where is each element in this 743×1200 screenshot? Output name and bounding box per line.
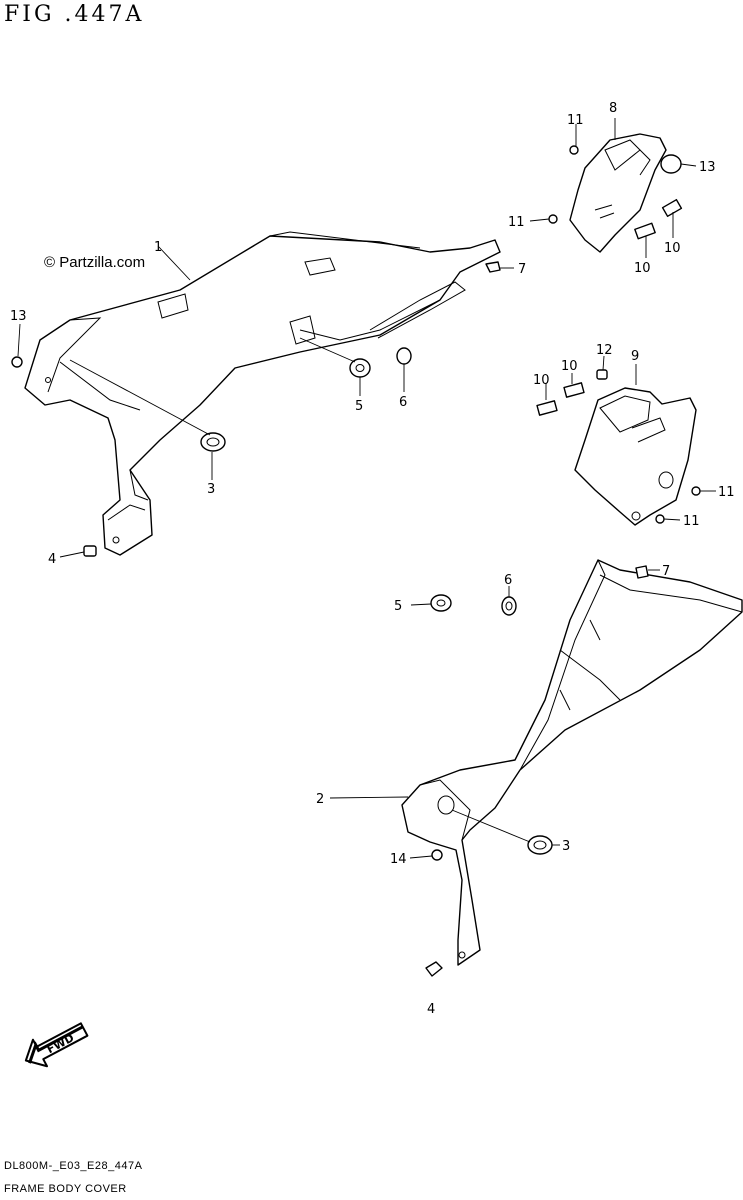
callout-10-c: 10 (634, 261, 651, 276)
bracket-cover-upper[interactable] (569, 133, 667, 253)
callout-11-right: 11 (718, 485, 735, 500)
callout-8: 8 (609, 101, 617, 116)
leader-lines (17, 118, 716, 859)
callout-2: 2 (316, 792, 324, 807)
callout-11-top: 11 (567, 113, 584, 128)
callout-3-left: 3 (207, 482, 215, 497)
grommet-3-left[interactable] (200, 432, 226, 452)
screw-11-top[interactable] (569, 145, 579, 155)
screw-11-low[interactable] (655, 514, 665, 524)
collar-6-left[interactable] (396, 347, 412, 365)
diagram-code: DL800M-_E03_E28_447A (4, 1160, 143, 1172)
callout-5-left: 5 (355, 399, 363, 414)
callout-11-mid: 11 (508, 215, 525, 230)
callout-4-left: 4 (48, 552, 56, 567)
pad-10-d[interactable] (661, 198, 683, 218)
callout-9: 9 (631, 349, 639, 364)
figure-title: FIG .447A (4, 2, 145, 27)
pad-10-a[interactable] (536, 400, 558, 416)
frame-cover-right[interactable] (401, 559, 743, 966)
callout-10-d: 10 (664, 241, 681, 256)
bracket-cover-lower[interactable] (574, 387, 697, 526)
callout-7-lower: 7 (662, 564, 670, 579)
callout-4-right: 4 (427, 1002, 435, 1017)
clip-4-right[interactable] (425, 961, 443, 977)
callout-7-upper: 7 (518, 262, 526, 277)
callout-13-right: 13 (699, 160, 716, 175)
clip-7-lower[interactable] (635, 565, 649, 579)
callout-12: 12 (596, 343, 613, 358)
callout-5-right: 5 (394, 599, 402, 614)
pad-10-c[interactable] (634, 222, 656, 240)
screw-11-mid[interactable] (548, 214, 558, 224)
callout-13-left: 13 (10, 309, 27, 324)
clip-7-upper[interactable] (485, 261, 501, 273)
callout-3-right: 3 (562, 839, 570, 854)
collar-6-right[interactable] (501, 596, 517, 616)
grommet-13-left[interactable] (11, 356, 23, 368)
screw-11-right[interactable] (691, 486, 701, 496)
callout-6-left: 6 (399, 395, 407, 410)
callout-10-b: 10 (561, 359, 578, 374)
grommet-13-right[interactable] (660, 154, 682, 174)
callout-10-a: 10 (533, 373, 550, 388)
bolt-14[interactable] (431, 849, 443, 861)
watermark: © Partzilla.com (44, 254, 146, 271)
callout-6-right: 6 (504, 573, 512, 588)
cushion-5-left[interactable] (349, 358, 371, 378)
callout-11-low: 11 (683, 514, 700, 529)
nut-12[interactable] (596, 369, 608, 380)
grommet-3-right[interactable] (527, 835, 553, 855)
callout-1: 1 (154, 240, 162, 255)
callout-numbers: 1 2 3 3 4 4 5 5 6 6 7 7 8 9 10 10 10 10 … (10, 101, 735, 1017)
frame-cover-left[interactable] (24, 231, 501, 556)
cushion-5-right[interactable] (430, 594, 452, 612)
callout-14: 14 (390, 852, 407, 867)
clip-4-left[interactable] (83, 545, 97, 557)
fwd-arrow-icon: FWD (24, 1022, 89, 1068)
pad-10-b[interactable] (563, 382, 585, 398)
diagram-name: FRAME BODY COVER (4, 1183, 127, 1195)
